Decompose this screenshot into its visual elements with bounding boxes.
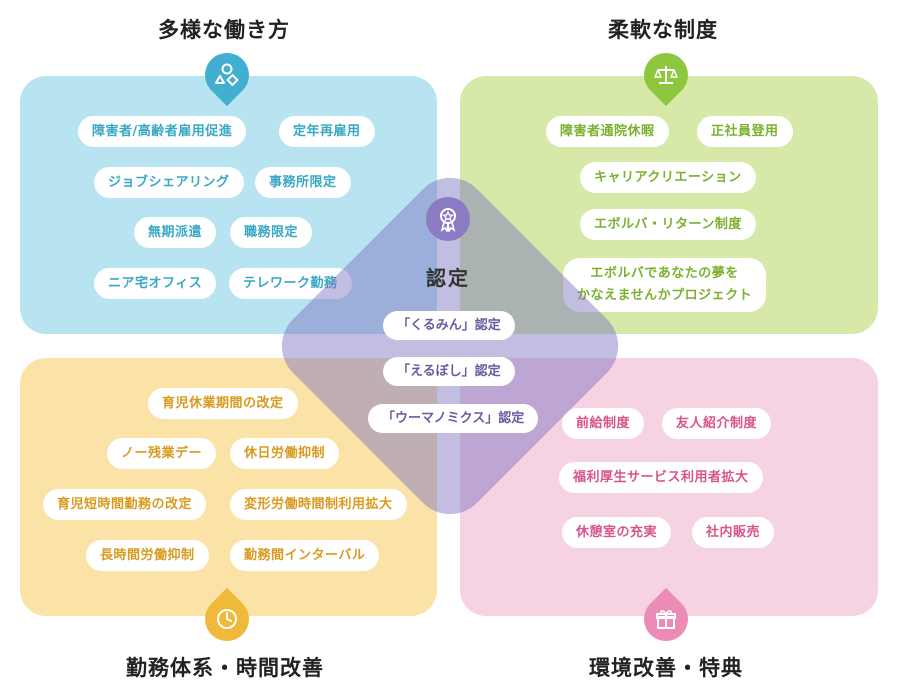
item-return-system: エボルバ・リターン制度 — [580, 209, 756, 240]
item-office-limited: 事務所限定 — [255, 167, 351, 198]
item-company-sales: 社内販売 — [692, 517, 775, 548]
item-advance-pay: 前給制度 — [562, 408, 645, 439]
award-icon — [426, 197, 470, 241]
item-rest-room: 休憩室の充実 — [562, 517, 672, 548]
item-long-hours-restraint: 長時間労働抑制 — [86, 540, 209, 571]
item-dream-project-text: エボルバであなたの夢を かなえませんかプロジェクト — [577, 266, 753, 303]
item-work-interval: 勤務間インターバル — [230, 540, 380, 571]
item-regular-employee-promotion: 正社員登用 — [697, 116, 793, 147]
item-near-home-office: ニア宅オフィス — [94, 268, 217, 299]
cert-kurumin: 「くるみん」認定 — [383, 311, 515, 340]
cert-eruboshi: 「えるぼし」認定 — [383, 357, 515, 386]
quadrant-title-environment: 環境改善・特典 — [589, 656, 743, 680]
shapes-icon — [205, 53, 249, 97]
item-disabled-senior-employment: 障害者/高齢者雇用促進 — [78, 116, 247, 147]
item-no-overtime-day: ノー残業デー — [107, 438, 217, 469]
clock-icon — [205, 597, 249, 641]
certification-label: 認定 — [426, 266, 470, 290]
item-variable-hours-expansion: 変形労働時間制利用拡大 — [230, 489, 407, 520]
quadrant-title-diverse-work: 多様な働き方 — [158, 18, 290, 42]
quadrant-title-work-hours: 勤務体系・時間改善 — [126, 656, 324, 680]
item-childcare-leave-revision: 育児休業期間の改定 — [148, 388, 298, 419]
item-indefinite-dispatch: 無期派遣 — [134, 217, 217, 248]
item-job-limited: 職務限定 — [230, 217, 313, 248]
quadrant-title-flexible-system: 柔軟な制度 — [608, 18, 718, 42]
item-re-employment: 定年再雇用 — [279, 116, 375, 147]
cert-womanomics: 「ウーマノミクス」認定 — [368, 404, 539, 433]
item-job-sharing: ジョブシェアリング — [94, 167, 244, 198]
item-holiday-work-restraint: 休日労働抑制 — [230, 438, 340, 469]
item-childcare-short-hours: 育児短時間勤務の改定 — [43, 489, 207, 520]
item-friend-referral: 友人紹介制度 — [662, 408, 772, 439]
gift-icon — [644, 597, 688, 641]
item-career-creation: キャリアクリエーション — [580, 162, 756, 193]
item-disabled-hospital-leave: 障害者通院休暇 — [546, 116, 669, 147]
item-welfare-expansion: 福利厚生サービス利用者拡大 — [559, 462, 763, 493]
scales-icon — [644, 53, 688, 97]
item-dream-project: エボルバであなたの夢を かなえませんかプロジェクト — [563, 258, 767, 312]
item-telework: テレワーク勤務 — [229, 268, 352, 299]
